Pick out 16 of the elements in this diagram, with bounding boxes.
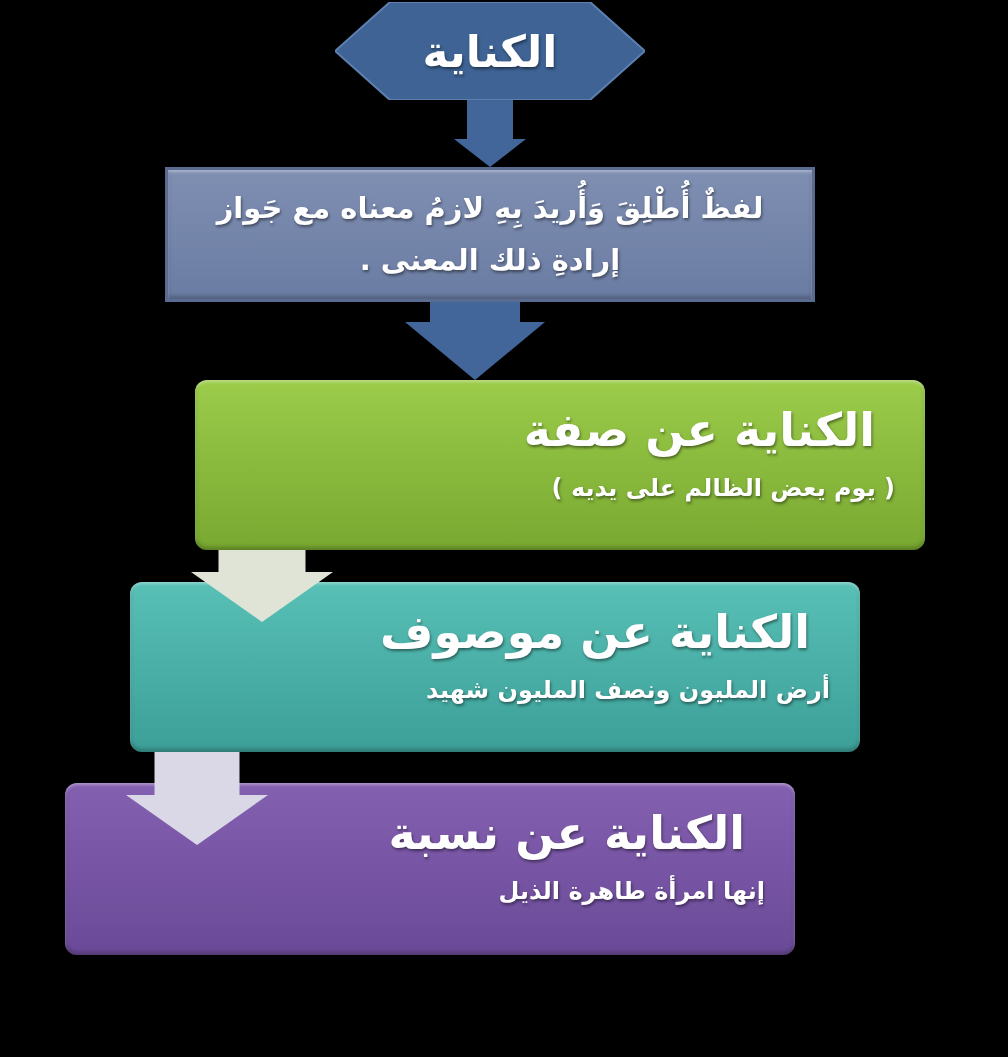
example-text: إنها امرأة طاهرة الذيل [498,874,765,905]
block-arrow [191,550,333,622]
block-arrow [126,752,268,845]
category-title: الكناية عن صفة [523,402,875,459]
definition-text: لفظٌ أُطْلِقَ وَأُريدَ بِهِ لازمُ معناه مع جَواز إرادةِ ذلك المعنى . [168,170,812,286]
category-title: الكناية عن نسبة [388,805,745,862]
example-text: أرض المليون ونصف المليون شهيد [426,673,830,704]
block-arrow [405,302,545,380]
category-title: الكناية عن موصوف [380,604,810,661]
block-arrow [454,100,526,167]
octagon-shape [335,2,645,100]
title-text: الكناية [422,25,558,77]
category-card [130,582,860,752]
example-text: ( يوم يعض الظالم على يديه ) [551,473,895,502]
category-card [195,380,925,550]
category-card [65,783,795,955]
